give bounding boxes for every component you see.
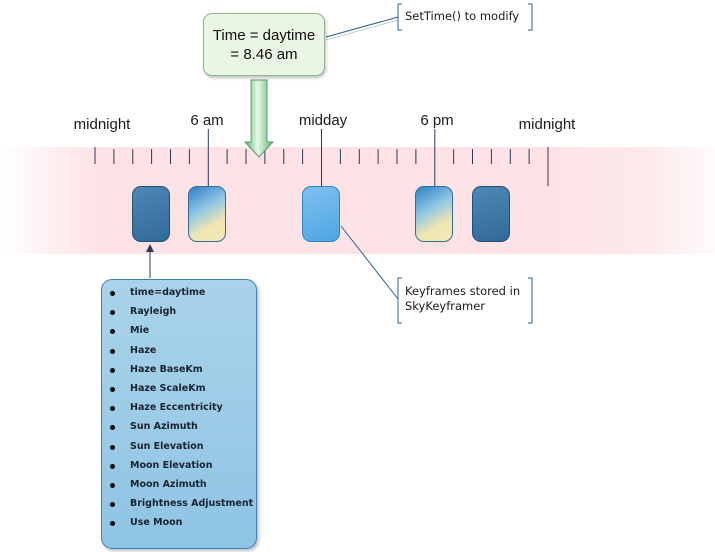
bullet-icon xyxy=(110,502,115,508)
bullet-icon xyxy=(110,463,115,469)
keyframe-6pm xyxy=(415,186,453,242)
parameter-item: Mie xyxy=(109,323,256,342)
settime-callout-text: SetTime() to modify xyxy=(405,9,520,23)
parameter-item: Haze Eccentricity xyxy=(109,400,256,419)
parameter-label: Sun Elevation xyxy=(130,440,204,452)
parameter-item: time=daytime xyxy=(109,285,256,304)
parameter-item: Haze ScaleKm xyxy=(109,381,256,400)
bullet-icon xyxy=(110,386,115,392)
time-box-line2: = 8.46 am xyxy=(230,46,298,63)
timeline-label-6am: 6 am xyxy=(190,112,224,129)
time-box-line1: Time = daytime xyxy=(212,27,316,44)
parameter-item: Moon Elevation xyxy=(109,458,256,477)
parameter-label: Moon Azimuth xyxy=(130,478,207,490)
bullet-icon xyxy=(110,521,115,527)
keyframe-midnight-end xyxy=(472,186,510,242)
parameter-label: Brightness Adjustment xyxy=(130,498,254,510)
parameter-label: time=daytime xyxy=(130,287,206,298)
parameter-label: Haze BaseKm xyxy=(130,363,203,375)
timeline-label-midnight-start: midnight xyxy=(73,116,131,133)
param-arrow-head xyxy=(146,244,154,252)
parameter-item: Haze xyxy=(109,343,256,362)
parameter-item: Sun Elevation xyxy=(109,439,256,458)
bullet-icon xyxy=(110,348,115,354)
time-box: Time = daytime = 8.46 am xyxy=(203,13,325,76)
settime-callout-bracket xyxy=(397,3,533,31)
parameter-label: Mie xyxy=(130,325,150,337)
parameter-label: Haze xyxy=(130,344,157,356)
keyframe-midday xyxy=(302,186,340,242)
parameter-item: Haze BaseKm xyxy=(109,362,256,381)
parameter-item: Rayleigh xyxy=(109,304,256,323)
bullet-icon xyxy=(110,329,115,335)
parameter-item: Brightness Adjustment xyxy=(109,496,256,515)
timeline-ticks xyxy=(94,129,549,186)
current-time-arrow xyxy=(243,79,275,158)
bullet-icon xyxy=(110,406,115,412)
keyframe-6am xyxy=(188,186,226,242)
parameter-label: Haze ScaleKm xyxy=(130,382,206,394)
keyframes-callout-line2: SkyKeyframer xyxy=(405,299,486,313)
bullet-icon xyxy=(110,482,115,488)
parameter-item: Moon Azimuth xyxy=(109,477,256,496)
keyframes-callout-bracket xyxy=(397,277,533,324)
parameter-item: Sun Azimuth xyxy=(109,419,256,438)
timeline-label-midday: midday xyxy=(298,112,348,129)
parameter-label: Haze Eccentricity xyxy=(130,402,223,414)
bullet-icon xyxy=(110,367,115,373)
bullet-icon xyxy=(110,310,115,316)
keyframes-callout-text: Keyframes stored in SkyKeyframer xyxy=(405,284,520,314)
parameter-label: Sun Azimuth xyxy=(130,421,198,433)
timeline-band xyxy=(0,147,715,254)
keyframe-midnight xyxy=(132,186,170,242)
bullet-icon xyxy=(110,291,115,296)
parameter-item: Use Moon xyxy=(109,515,256,534)
parameter-label: Rayleigh xyxy=(130,306,177,318)
bullet-icon xyxy=(110,425,115,431)
keyframes-callout-line1: Keyframes stored in xyxy=(405,284,521,298)
bullet-icon xyxy=(110,444,115,450)
keyframes-callout-line xyxy=(340,225,399,300)
settime-callout-line xyxy=(325,16,399,38)
parameter-label: Moon Elevation xyxy=(130,459,213,471)
parameter-label: Use Moon xyxy=(130,517,183,529)
timeline-label-6pm: 6 pm xyxy=(420,112,454,129)
timeline-label-midnight-end: midnight xyxy=(518,116,576,133)
